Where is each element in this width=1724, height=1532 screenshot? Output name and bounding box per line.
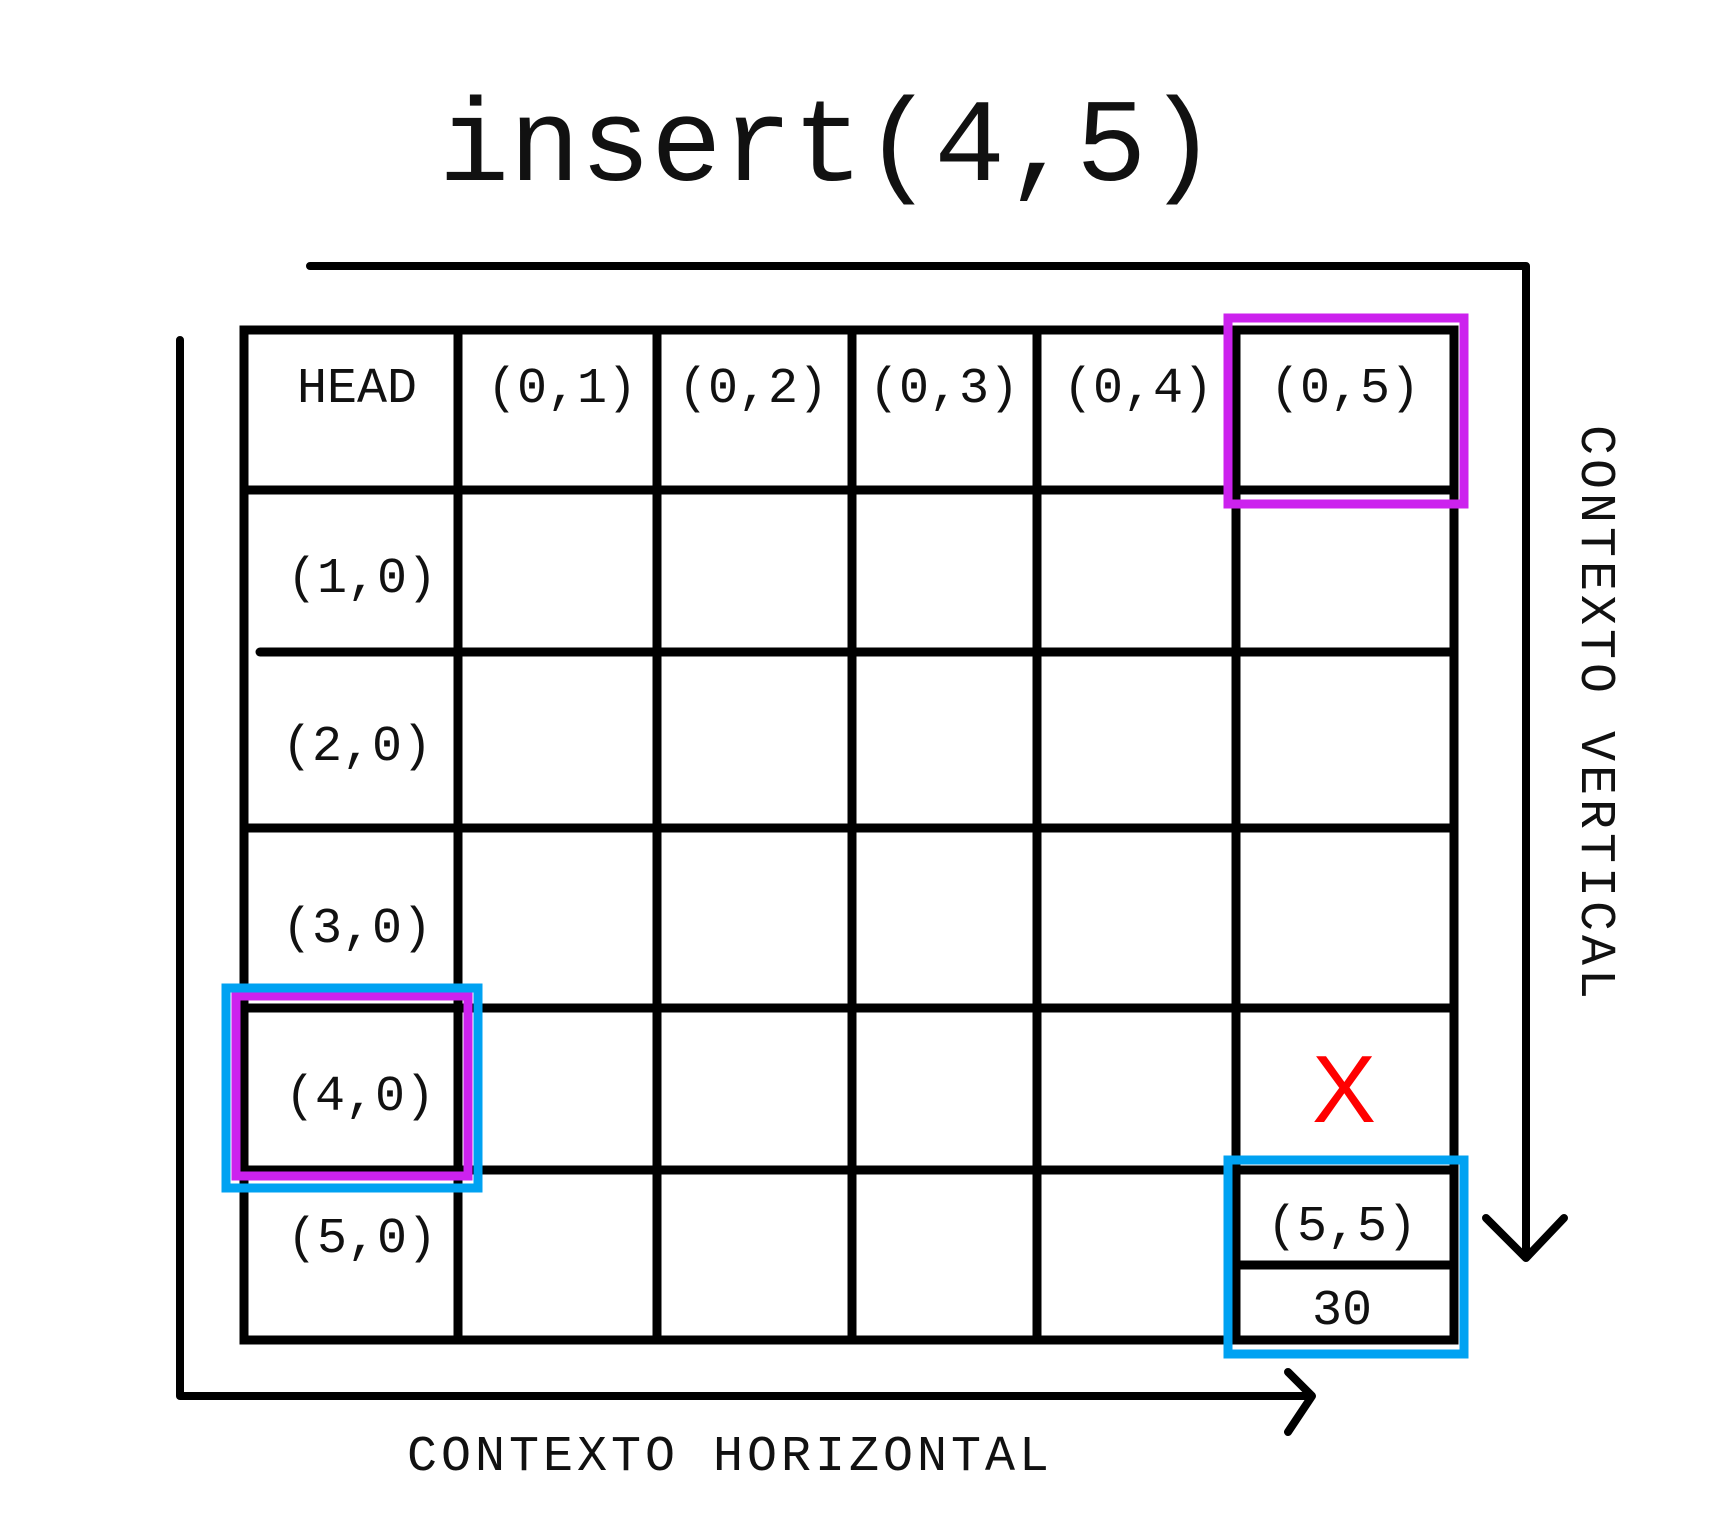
blue-highlight-4-0 (221, 983, 483, 1193)
header-cell-0-4: (0,4) (1063, 361, 1213, 418)
row-header-1-0: (1,0) (287, 551, 437, 608)
horizontal-context-label: CONTEXTO HORIZONTAL (407, 1429, 1053, 1486)
horizontal-arrow-head (1284, 1368, 1316, 1436)
row-header-5-0: (5,0) (287, 1211, 437, 1268)
purple-highlight-0-5 (1223, 313, 1469, 509)
header-cell-0-3: (0,3) (869, 361, 1019, 418)
node-5-5-value: 30 (1312, 1283, 1372, 1340)
row-header-3-0: (3,0) (282, 901, 432, 958)
blue-highlight-5-5 (1223, 1155, 1469, 1359)
row-headers: (1,0) (2,0) (3,0) (4,0) (5,0) (282, 551, 437, 1268)
horizontal-arrow-path (176, 336, 1314, 1400)
diagram-title: insert(4,5) (439, 83, 1218, 216)
vertical-arrow-head (1482, 1214, 1568, 1262)
header-cell-0-2: (0,2) (678, 361, 828, 418)
row-header-4-0: (4,0) (285, 1069, 435, 1126)
header-row: HEAD (0,1) (0,2) (0,3) (0,4) (0,5) (297, 361, 1420, 418)
header-cell-0-1: (0,1) (487, 361, 637, 418)
head-label: HEAD (297, 361, 417, 418)
conflict-x-mark: X (1312, 1036, 1376, 1143)
horizontal-context-arrow (176, 336, 1316, 1436)
node-5-5-label: (5,5) (1267, 1199, 1417, 1256)
row-header-2-0: (2,0) (282, 719, 432, 776)
purple-highlight-4-0 (231, 991, 473, 1181)
vertical-context-label: CONTEXTO VERTICAL (1566, 425, 1623, 1003)
vertical-arrow-path (306, 262, 1530, 1256)
vertical-context-arrow (306, 262, 1568, 1262)
header-cell-0-5: (0,5) (1270, 361, 1420, 418)
